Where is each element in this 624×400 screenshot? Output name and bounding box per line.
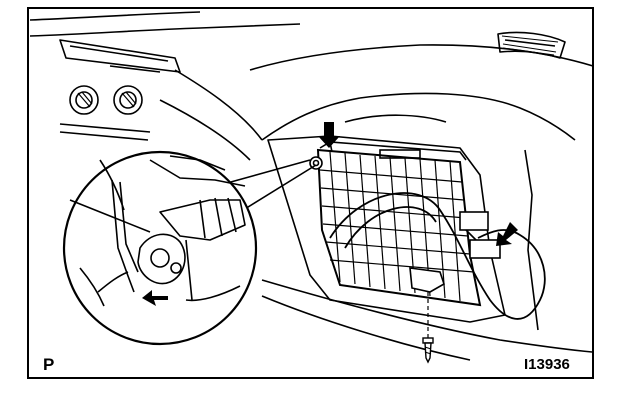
- right-clip: [459, 211, 501, 259]
- vent-slats: [501, 35, 559, 56]
- detail-callout-contents: [69, 155, 246, 307]
- arrow-down-icon: [318, 122, 340, 148]
- screw-icon: [422, 292, 434, 364]
- dashboard-outline: [29, 11, 594, 361]
- knob-hatching: [77, 91, 137, 108]
- lower-bracket: [409, 267, 445, 293]
- figure-border: [27, 7, 594, 379]
- stopper-wire: [329, 192, 546, 320]
- arrow-down-icon: [496, 222, 518, 246]
- detail-callout: [62, 150, 317, 346]
- corner-letter: P: [43, 355, 55, 374]
- figure-id: I13936: [524, 356, 570, 373]
- glove-box-top-rail: [319, 141, 467, 161]
- glove-box-grid: [316, 148, 482, 307]
- arrow-left-icon: [142, 290, 168, 306]
